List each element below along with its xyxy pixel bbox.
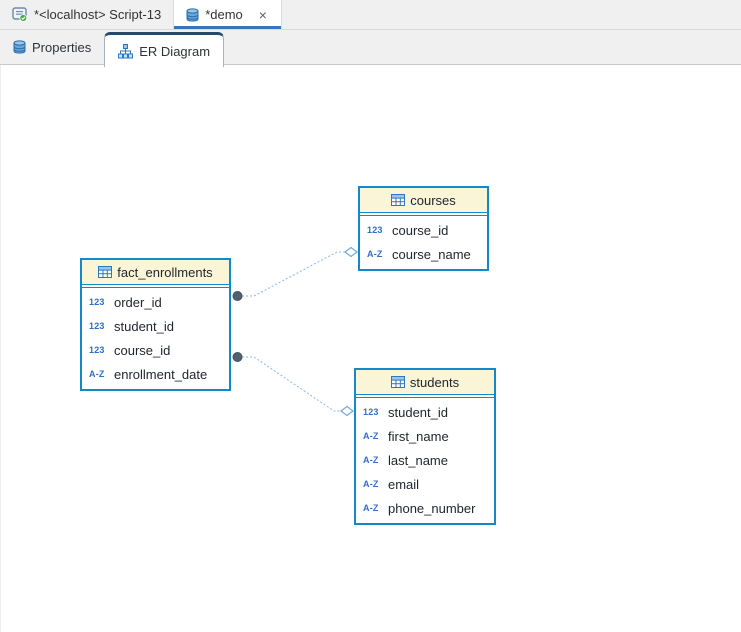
table-icon <box>391 194 406 206</box>
column-row[interactable]: 123 course_id <box>82 338 229 362</box>
tab-demo[interactable]: *demo × <box>174 0 282 29</box>
sql-script-icon <box>12 7 28 22</box>
column-name: first_name <box>388 428 449 444</box>
tab-label: Properties <box>32 39 92 55</box>
table-icon <box>390 376 405 388</box>
table-icon <box>98 266 113 278</box>
entity-courses[interactable]: courses 123 course_id A-Z course_name <box>358 186 489 271</box>
one-end-diamond-icon <box>340 405 354 417</box>
numeric-type-icon: 123 <box>89 321 105 331</box>
entity-columns: 123 course_id A-Z course_name <box>360 215 487 269</box>
text-type-icon: A-Z <box>363 479 379 489</box>
tab-properties[interactable]: Properties <box>0 30 104 64</box>
er-diagram-canvas[interactable]: fact_enrollments 123 order_id 123 studen… <box>0 65 741 632</box>
text-type-icon: A-Z <box>363 503 379 513</box>
tab-label: *<localhost> Script-13 <box>34 7 162 22</box>
column-row[interactable]: A-Z phone_number <box>356 496 494 520</box>
text-type-icon: A-Z <box>89 369 105 379</box>
column-row[interactable]: A-Z enrollment_date <box>82 362 229 386</box>
entity-header[interactable]: students <box>356 370 494 395</box>
entity-fact-enrollments[interactable]: fact_enrollments 123 order_id 123 studen… <box>80 258 231 391</box>
tab-er-diagram[interactable]: ER Diagram <box>104 32 225 67</box>
numeric-type-icon: 123 <box>367 225 383 235</box>
column-row[interactable]: 123 student_id <box>356 400 494 424</box>
er-diagram-icon <box>118 43 134 59</box>
editor-tab-bar: *<localhost> Script-13 *demo × <box>0 0 741 30</box>
relation-fact-enrollments-courses[interactable] <box>232 246 358 301</box>
close-tab-icon[interactable]: × <box>258 6 267 23</box>
entity-students[interactable]: students 123 student_id A-Z first_name A… <box>354 368 496 525</box>
column-name: course_name <box>392 246 471 262</box>
column-row[interactable]: A-Z last_name <box>356 448 494 472</box>
entity-title: courses <box>410 192 456 208</box>
column-row[interactable]: A-Z course_name <box>360 242 487 266</box>
view-tab-bar: Properties ER Diagram <box>0 30 741 67</box>
relations-layer <box>232 246 358 417</box>
one-end-diamond-icon <box>344 246 358 258</box>
column-row[interactable]: A-Z email <box>356 472 494 496</box>
column-name: order_id <box>114 294 162 310</box>
column-name: last_name <box>388 452 448 468</box>
many-end-dot-icon <box>232 352 243 362</box>
many-end-dot-icon <box>232 291 243 301</box>
entity-header[interactable]: fact_enrollments <box>82 260 229 285</box>
entity-header[interactable]: courses <box>360 188 487 213</box>
entity-columns: 123 student_id A-Z first_name A-Z last_n… <box>356 397 494 523</box>
numeric-type-icon: 123 <box>363 407 379 417</box>
column-row[interactable]: A-Z first_name <box>356 424 494 448</box>
numeric-type-icon: 123 <box>89 297 105 307</box>
entity-columns: 123 order_id 123 student_id 123 course_i… <box>82 287 229 389</box>
column-row[interactable]: 123 student_id <box>82 314 229 338</box>
tab-script-13[interactable]: *<localhost> Script-13 <box>0 0 175 29</box>
database-icon <box>186 7 199 22</box>
column-row[interactable]: 123 order_id <box>82 290 229 314</box>
relation-fact-enrollments-students[interactable] <box>232 352 354 417</box>
column-name: phone_number <box>388 500 476 516</box>
entity-title: fact_enrollments <box>117 264 213 280</box>
entity-title: students <box>409 374 460 390</box>
text-type-icon: A-Z <box>363 455 379 465</box>
column-name: email <box>388 476 420 492</box>
database-icon <box>13 40 26 54</box>
text-type-icon: A-Z <box>367 249 383 259</box>
column-name: course_id <box>392 222 449 238</box>
tab-label: ER Diagram <box>139 43 211 59</box>
column-name: course_id <box>114 342 171 358</box>
numeric-type-icon: 123 <box>89 345 105 355</box>
column-name: enrollment_date <box>114 366 208 382</box>
column-name: student_id <box>388 404 448 420</box>
tab-label: *demo <box>205 7 243 22</box>
column-name: student_id <box>114 318 174 334</box>
column-row[interactable]: 123 course_id <box>360 218 487 242</box>
text-type-icon: A-Z <box>363 431 379 441</box>
